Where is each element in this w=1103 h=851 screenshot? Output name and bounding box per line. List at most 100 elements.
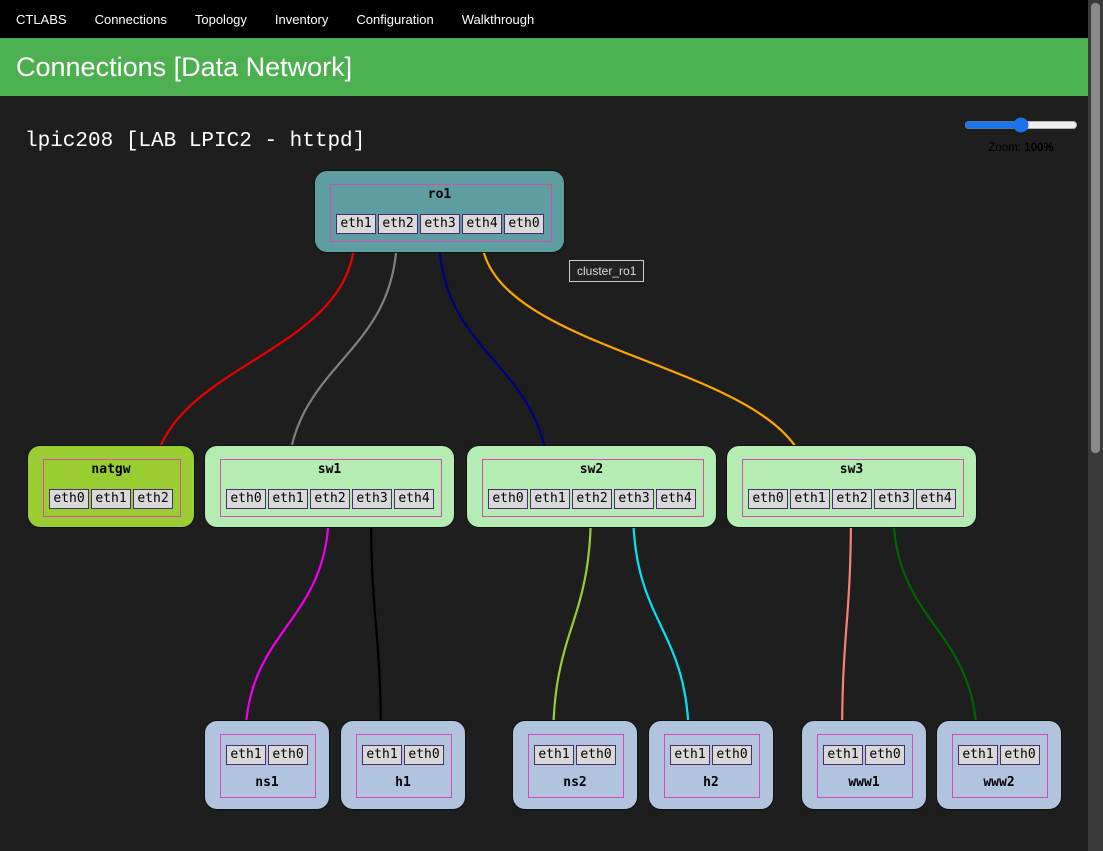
port-ns2-eth0[interactable]: eth0: [576, 745, 616, 765]
link-sw2-eth2-to-ns2-eth1: [551, 507, 593, 745]
nav-topology[interactable]: Topology: [194, 11, 247, 27]
port-natgw-eth0[interactable]: eth0: [49, 489, 89, 509]
node-label-sw2: sw2: [579, 462, 604, 477]
node-frame: [742, 459, 964, 517]
port-h1-eth0[interactable]: eth0: [404, 745, 444, 765]
node-frame: [952, 734, 1048, 798]
nav-inventory[interactable]: Inventory: [274, 11, 329, 27]
port-sw1-eth2[interactable]: eth2: [310, 489, 350, 509]
port-sw3-eth2[interactable]: eth2: [832, 489, 872, 509]
node-label-www1: www1: [848, 775, 880, 790]
zoom-slider[interactable]: [964, 117, 1078, 133]
zoom-value: 100%: [1024, 142, 1054, 154]
port-www2-eth0[interactable]: eth0: [1000, 745, 1040, 765]
port-ro1-eth3[interactable]: eth3: [420, 214, 460, 234]
port-sw2-eth0[interactable]: eth0: [488, 489, 528, 509]
port-sw2-eth4[interactable]: eth4: [656, 489, 696, 509]
port-natgw-eth1[interactable]: eth1: [91, 489, 131, 509]
lab-title: lpic208 [LAB LPIC2 - httpd]: [25, 130, 366, 153]
node-label-sw3: sw3: [839, 462, 864, 477]
node-label-ns1: ns1: [255, 775, 279, 790]
nav-walkthrough[interactable]: Walkthrough: [461, 11, 535, 27]
port-sw3-eth0[interactable]: eth0: [748, 489, 788, 509]
port-sw2-eth2[interactable]: eth2: [572, 489, 612, 509]
node-frame: [528, 734, 624, 798]
port-ro1-eth0[interactable]: eth0: [504, 214, 544, 234]
nav-connections[interactable]: Connections: [94, 11, 167, 27]
link-sw1-eth3-to-h1-eth1: [369, 507, 383, 745]
port-sw2-eth1[interactable]: eth1: [530, 489, 570, 509]
port-sw3-eth3[interactable]: eth3: [874, 489, 914, 509]
cluster-tooltip: cluster_ro1: [569, 260, 645, 282]
port-sw2-eth3[interactable]: eth3: [614, 489, 654, 509]
node-label-h1: h1: [395, 775, 411, 790]
port-www1-eth0[interactable]: eth0: [865, 745, 905, 765]
port-sw1-eth3[interactable]: eth3: [352, 489, 392, 509]
top-navbar: CTLABS Connections Topology Inventory Co…: [0, 0, 1088, 38]
port-sw3-eth4[interactable]: eth4: [916, 489, 956, 509]
port-h2-eth0[interactable]: eth0: [712, 745, 752, 765]
node-label-ns2: ns2: [563, 775, 587, 790]
port-h2-eth1[interactable]: eth1: [670, 745, 710, 765]
port-sw1-eth0[interactable]: eth0: [226, 489, 266, 509]
zoom-control: Zoom: 100%: [962, 117, 1080, 154]
port-ns1-eth0[interactable]: eth0: [268, 745, 308, 765]
nav-ctlabs[interactable]: CTLABS: [16, 11, 67, 27]
link-sw2-eth3-to-h2-eth1: [631, 507, 691, 745]
node-label-h2: h2: [703, 775, 719, 790]
link-sw1-eth2-to-ns1-eth1: [243, 507, 331, 745]
port-h1-eth1[interactable]: eth1: [362, 745, 402, 765]
nav-configuration[interactable]: Configuration: [356, 11, 434, 27]
node-frame: [220, 459, 442, 517]
port-ro1-eth1[interactable]: eth1: [336, 214, 376, 234]
port-natgw-eth2[interactable]: eth2: [133, 489, 173, 509]
port-ro1-eth4[interactable]: eth4: [462, 214, 502, 234]
node-frame: [356, 734, 452, 798]
node-label-natgw: natgw: [91, 462, 131, 477]
node-label-ro1: ro1: [427, 187, 452, 202]
port-ns1-eth1[interactable]: eth1: [226, 745, 266, 765]
port-sw1-eth4[interactable]: eth4: [394, 489, 434, 509]
scrollbar-thumb[interactable]: [1091, 3, 1100, 453]
page-title: Connections [Data Network]: [0, 38, 1088, 96]
node-frame: [220, 734, 316, 798]
node-frame: [664, 734, 760, 798]
port-ro1-eth2[interactable]: eth2: [378, 214, 418, 234]
node-label-sw1: sw1: [317, 462, 342, 477]
link-sw3-eth2-to-www1-eth1: [840, 507, 853, 745]
port-www1-eth1[interactable]: eth1: [823, 745, 863, 765]
node-frame: [817, 734, 913, 798]
zoom-readout: Zoom: 100%: [962, 142, 1080, 154]
node-frame: [482, 459, 704, 517]
node-frame: [43, 459, 181, 517]
port-ns2-eth1[interactable]: eth1: [534, 745, 574, 765]
port-www2-eth1[interactable]: eth1: [958, 745, 998, 765]
vertical-scrollbar[interactable]: [1088, 0, 1103, 851]
port-sw1-eth1[interactable]: eth1: [268, 489, 308, 509]
link-sw3-eth3-to-www2-eth1: [891, 507, 979, 745]
zoom-label: Zoom:: [988, 142, 1021, 154]
port-sw3-eth1[interactable]: eth1: [790, 489, 830, 509]
